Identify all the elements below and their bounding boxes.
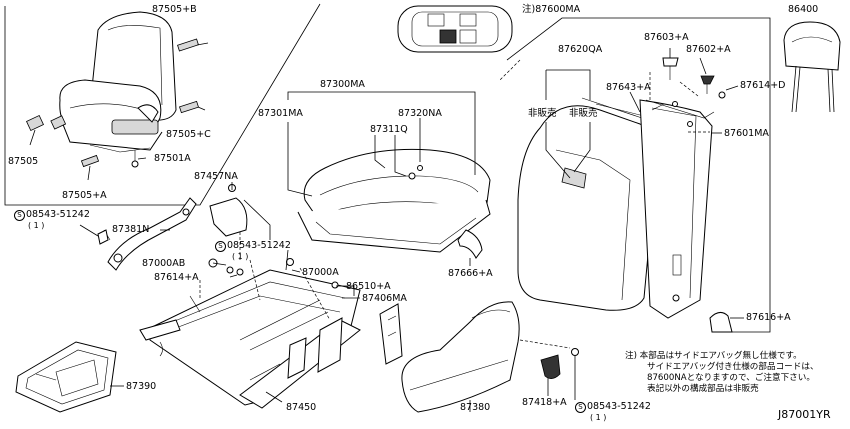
label-87501A: 87501A	[154, 153, 191, 164]
leader-87300MA	[287, 91, 476, 175]
label-screw1-qty: ( 1 )	[28, 221, 45, 230]
label-87320NA: 87320NA	[398, 108, 442, 119]
screw3-head	[571, 348, 579, 356]
label-87300MA: 87300MA	[320, 79, 365, 90]
label-87602A: 87602+A	[686, 44, 731, 55]
seatback-illustration	[517, 97, 715, 319]
leader-87000A	[291, 269, 301, 273]
label-87311Q: 87311Q	[370, 124, 408, 135]
label-87601MA: 87601MA	[724, 128, 769, 139]
label-87418A: 87418+A	[522, 397, 567, 408]
bracket-87666A	[457, 229, 483, 259]
label-screw2-qty: ( 1 )	[232, 252, 249, 261]
leader-not-for-sale-1	[545, 122, 571, 179]
cover-87418A	[540, 354, 561, 379]
vehicle-top-view-icon	[397, 5, 513, 53]
seat-cushion-pad	[297, 148, 491, 253]
label-87600MA: 注)87600MA	[522, 4, 581, 15]
tray-87390	[15, 341, 117, 413]
label-87000A: 87000A	[302, 267, 339, 278]
leader-87614A	[229, 274, 238, 278]
screw-symbol-icon: S	[575, 402, 586, 413]
headrest-86400	[783, 21, 841, 113]
cover-87457NA	[209, 197, 248, 237]
label-86400: 86400	[788, 4, 819, 15]
leader-87000A-bolt	[285, 249, 289, 271]
harness-87381N	[97, 197, 197, 271]
leader-87614D	[725, 85, 739, 91]
figure-code: J87001YR	[778, 408, 831, 421]
bracket-87406MA	[379, 303, 403, 365]
leader-87311Q-b	[394, 135, 407, 177]
note-line-3: 87600NAとなりますので、ご注意下さい。	[647, 373, 815, 383]
label-87505C: 87505+C	[166, 129, 211, 140]
seat-frame-illustration	[139, 258, 361, 409]
label-87457NA: 87457NA	[194, 171, 238, 182]
label-87000AB: 87000AB	[142, 258, 186, 269]
note-line-1: 注) 本部品はサイドエアバッグ無し仕様です。	[625, 351, 802, 361]
label-screw3-qty: ( 1 )	[590, 413, 607, 422]
label-87406MA: 87406MA	[362, 293, 407, 304]
label-87505: 87505	[8, 156, 39, 167]
leader-87620QA-b	[546, 69, 591, 100]
leader-not-for-sale-2	[573, 122, 591, 173]
label-87616A: 87616+A	[746, 312, 791, 323]
cover-87616A	[709, 312, 733, 333]
leader-87450	[265, 391, 283, 403]
label-87380: 87380	[460, 402, 491, 413]
leader-87602A	[699, 57, 707, 75]
label-not-for-sale-2: 非販売	[569, 108, 598, 119]
screw-symbol-icon: S	[215, 241, 226, 252]
label-87614D: 87614+D	[740, 80, 786, 91]
clip-87614D	[718, 91, 726, 99]
label-87505B: 87505+B	[152, 4, 197, 15]
label-87666A: 87666+A	[448, 268, 493, 279]
label-not-for-sale-1: 非販売	[528, 108, 557, 119]
label-86510A: 86510+A	[346, 281, 391, 292]
guide-87602A	[700, 75, 715, 85]
screw1-code: 08543-51242	[26, 209, 90, 220]
label-87614A: 87614+A	[154, 272, 199, 283]
label-87603A: 87603+A	[644, 32, 689, 43]
leader-87301MA	[287, 122, 313, 197]
leader-86510A	[336, 285, 355, 296]
guide-87603A	[662, 57, 679, 67]
leader-screw1	[79, 224, 99, 237]
leader-87311Q	[374, 135, 386, 169]
nut-87614A	[226, 266, 234, 274]
seatback-boundary	[506, 17, 771, 333]
label-87643A: 87643+A	[606, 82, 651, 93]
screw2-code: 08543-51242	[227, 240, 291, 251]
label-87450: 87450	[286, 402, 317, 413]
label-87381N: 87381N	[112, 224, 150, 235]
label-87301MA: 87301MA	[258, 108, 303, 119]
complete-seat-illustration	[26, 11, 209, 181]
note-line-4: 表記以外の構成部品は非販売	[647, 384, 759, 394]
screw3-code: 08543-51242	[587, 401, 651, 412]
label-87390: 87390	[126, 381, 157, 392]
label-87505A: 87505+A	[62, 190, 107, 201]
leader-87643A	[629, 91, 641, 113]
leader-screw2	[243, 199, 271, 240]
note-line-2: サイドエアバッグ付き仕様の部品コードは、	[647, 362, 819, 372]
seat-assembly-boundary	[4, 3, 321, 206]
label-87620QA: 87620QA	[558, 44, 603, 55]
screw-symbol-icon: S	[14, 210, 25, 221]
side-cover-87380	[401, 301, 520, 413]
